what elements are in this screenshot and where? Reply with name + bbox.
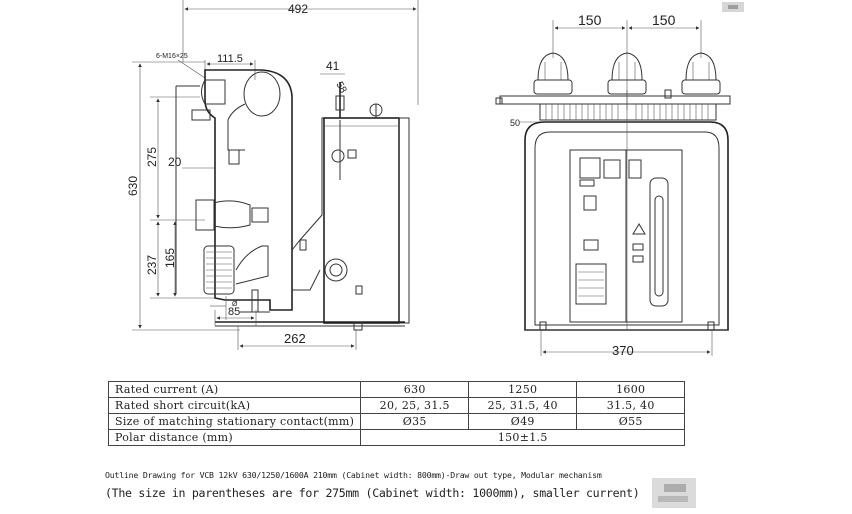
cell-value: 20, 25, 31.5 <box>360 397 470 414</box>
dim-pole-spacing-right: 150 <box>652 12 676 28</box>
fins <box>545 104 709 120</box>
dim-41: 41 <box>326 59 340 73</box>
dim-overall-height: 630 <box>126 176 140 196</box>
dim-85: 85 <box>228 306 240 318</box>
bolt-note: 6-M16×25 <box>156 53 188 60</box>
table-row: Rated current (A) 630 1250 1600 <box>107 381 686 398</box>
cell-value: 630 <box>360 381 470 398</box>
dim-pole-spacing-left: 150 <box>578 12 602 28</box>
pole-top-right <box>681 52 721 95</box>
dim-165: 165 <box>163 248 177 268</box>
dim-upper-height: 275 <box>145 147 159 167</box>
row-label-rated-current: Rated current (A) <box>107 381 362 398</box>
svg-text:Ø: Ø <box>232 301 238 308</box>
table-row: Polar distance (mm) 150±1.5 <box>107 429 686 446</box>
cell-value: Ø35 <box>360 413 470 430</box>
dim-58: 58 <box>333 80 348 96</box>
caption-line-1: Outline Drawing for VCB 12kV 630/1250/16… <box>105 470 602 480</box>
dim-bottom-width: 262 <box>284 331 306 346</box>
dim-terminal-spacing: 111.5 <box>217 53 243 65</box>
blurred-watermark-bottom <box>652 478 696 508</box>
spring-coil <box>203 245 235 295</box>
cell-value: 25, 31.5, 40 <box>468 397 578 414</box>
dim-base-width: 370 <box>612 343 634 358</box>
cell-value: 31.5, 40 <box>576 397 686 414</box>
row-label-short-circuit: Rated short circuit(kA) <box>107 397 362 414</box>
cell-value: Ø49 <box>468 413 578 430</box>
table-row: Size of matching stationary contact(mm) … <box>107 413 686 430</box>
dim-lower-height: 237 <box>145 255 159 275</box>
cell-value: Ø55 <box>576 413 686 430</box>
row-label-contact-size: Size of matching stationary contact(mm) <box>107 413 362 430</box>
row-label-polar-distance: Polar distance (mm) <box>107 429 362 446</box>
cell-value: 1600 <box>576 381 686 398</box>
cell-value-merged: 150±1.5 <box>360 429 686 446</box>
cell-value: 1250 <box>468 381 578 398</box>
spec-table: Rated current (A) 630 1250 1600 Rated sh… <box>107 381 686 446</box>
pole-top-left <box>533 52 573 95</box>
dim-20: 20 <box>168 155 182 169</box>
side-view: 492 630 275 237 165 20 6-M16×25 111.5 41 <box>126 0 419 350</box>
dim-overall-width: 492 <box>288 2 308 16</box>
blurred-watermark-top <box>722 2 744 12</box>
dim-50: 50 <box>510 118 520 128</box>
table-row: Rated short circuit(kA) 20, 25, 31.5 25,… <box>107 397 686 414</box>
front-view: 150 150 <box>495 12 731 358</box>
front-panel-outline <box>524 121 729 331</box>
caption-line-2: (The size in parentheses are for 275mm (… <box>105 486 640 500</box>
